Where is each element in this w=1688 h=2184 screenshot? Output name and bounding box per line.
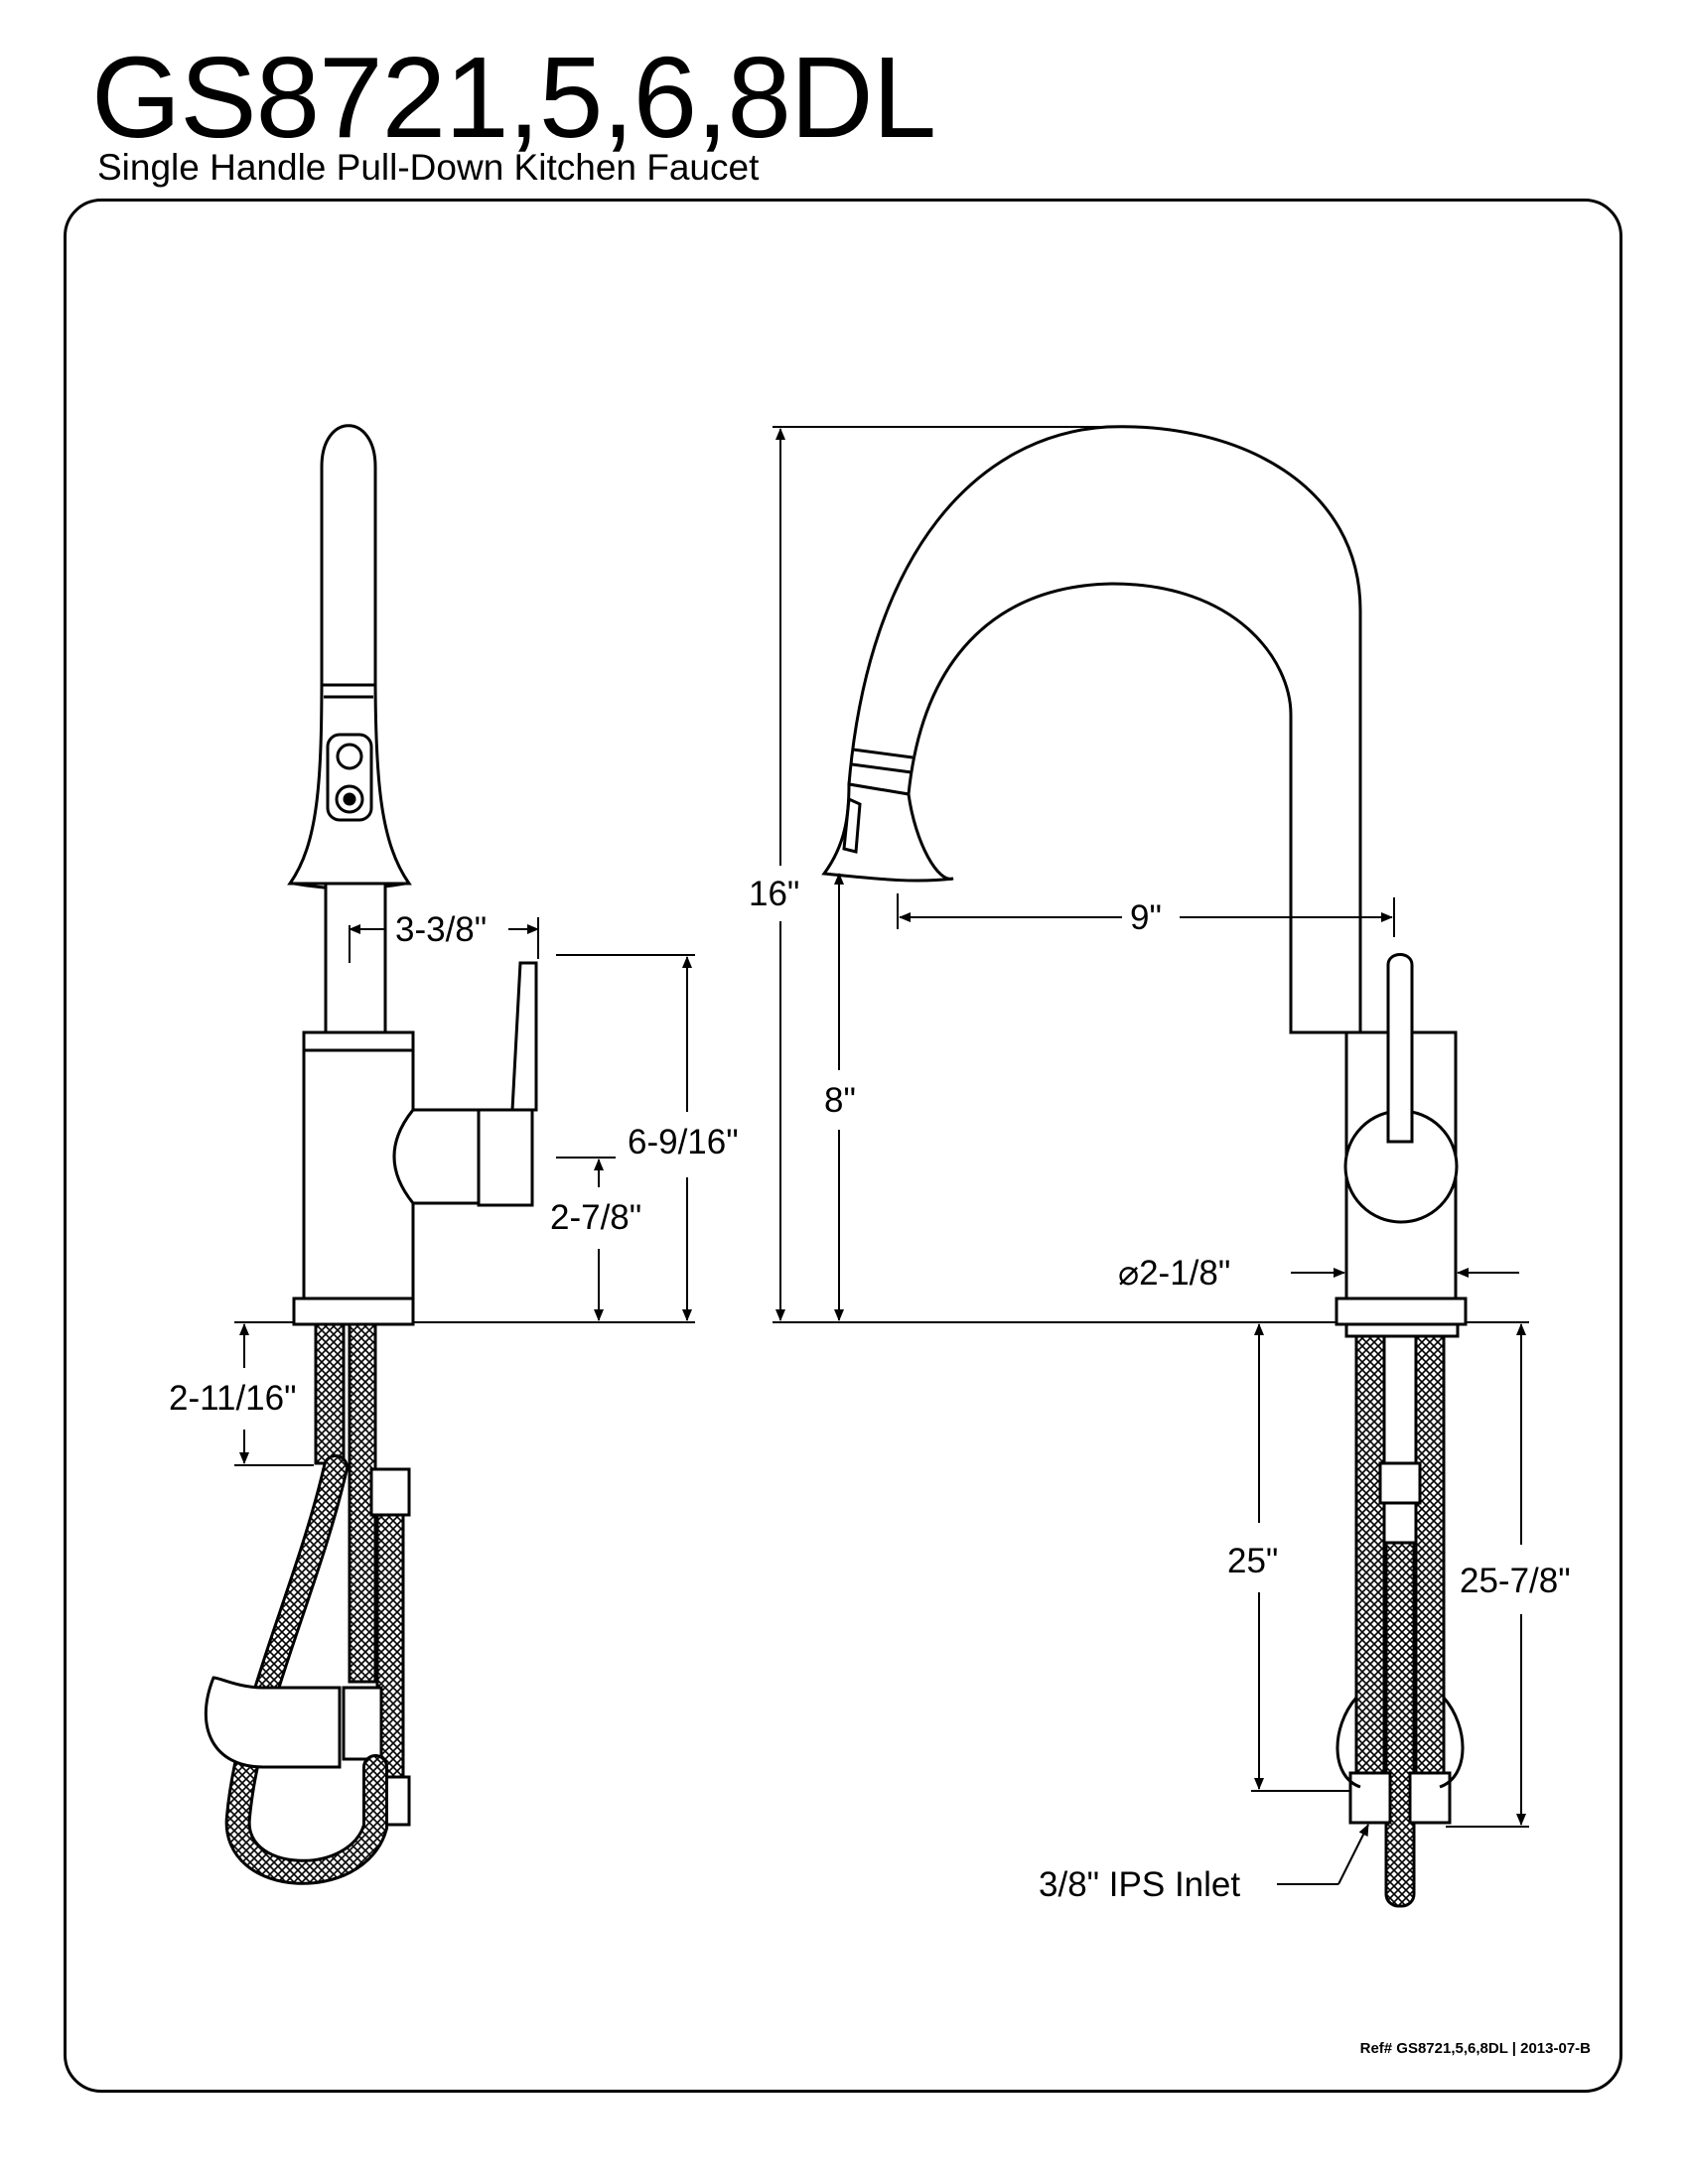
dim-shank-length: 2-11/16" <box>169 1379 297 1418</box>
side-view-dimensions <box>234 917 695 1466</box>
front-spray-head <box>821 782 954 883</box>
side-view-faucet <box>204 424 538 1885</box>
front-handle-lever <box>1386 953 1414 1144</box>
gooseneck-spout <box>847 425 1362 1034</box>
model-number-title: GS8721,5,6,8DL <box>91 33 936 162</box>
dim-base-diameter: ⌀2-1/8" <box>1118 1254 1230 1293</box>
reference-number: Ref# GS8721,5,6,8DL | 2013-07-B <box>1359 2040 1591 2057</box>
spout-stem <box>324 882 387 1034</box>
threaded-shank <box>314 1322 346 1465</box>
dim-handle-height: 6-9/16" <box>628 1123 739 1161</box>
dim-total-height: 16" <box>749 875 799 913</box>
spray-button-panel <box>326 733 373 822</box>
hose-weight <box>204 1676 342 1769</box>
handle-lever <box>510 961 538 1112</box>
dim-supply-hose: 25" <box>1227 1542 1278 1580</box>
front-view-faucet <box>821 425 1468 1908</box>
dim-spray-hose: 25-7/8" <box>1460 1562 1571 1600</box>
dim-spout-height: 8" <box>824 1081 856 1120</box>
handle-hub <box>392 1108 481 1205</box>
dim-handle-center: 2-7/8" <box>550 1198 641 1237</box>
product-description: Single Handle Pull-Down Kitchen Faucet <box>97 147 760 188</box>
front-faucet-base <box>1335 1297 1468 1326</box>
handle-cap <box>477 1108 534 1207</box>
front-view-dimensions <box>773 426 1529 1885</box>
drawing-frame <box>64 199 1622 2093</box>
spray-head <box>287 424 412 886</box>
inlet-label: 3/8" IPS Inlet <box>1039 1865 1240 1904</box>
faucet-base <box>292 1297 415 1326</box>
dim-spout-reach: 9" <box>1130 898 1162 937</box>
dim-spout-offset: 3-3/8" <box>395 910 487 949</box>
